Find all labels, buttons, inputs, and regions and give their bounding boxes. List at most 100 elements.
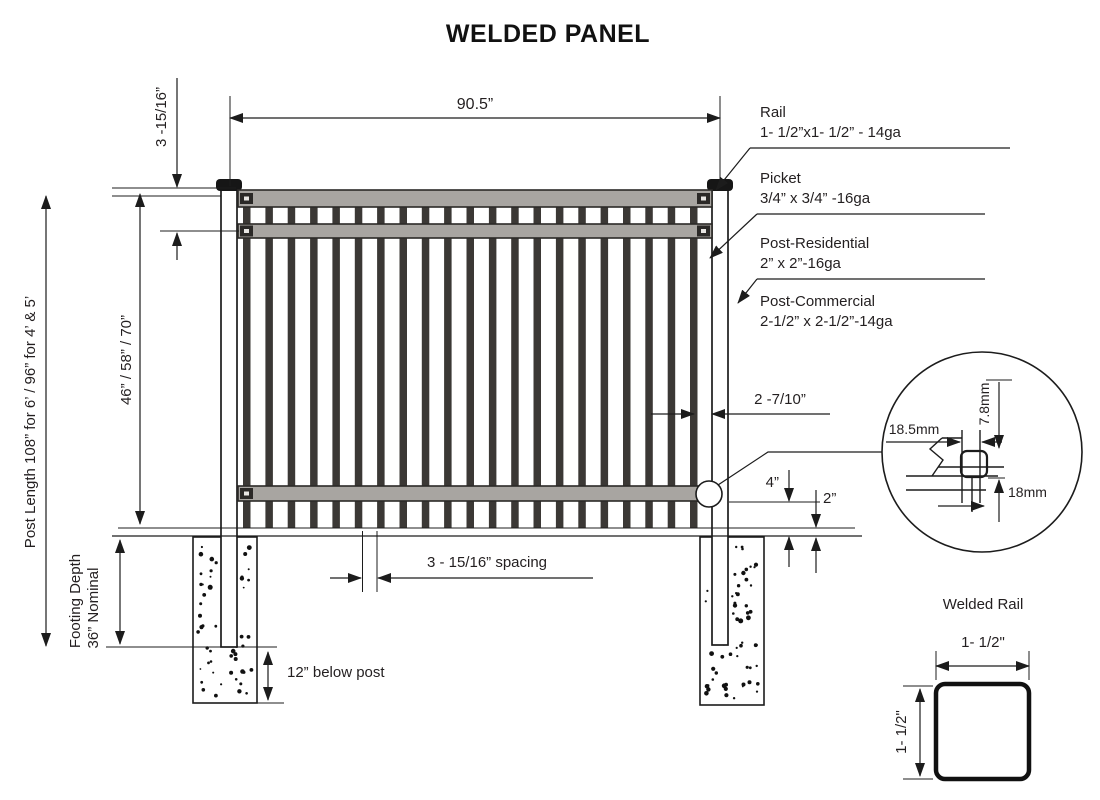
callout-post-commercial-label: Post-Commercial: [760, 293, 875, 310]
concrete-dot: [746, 615, 751, 621]
concrete-dot: [199, 602, 203, 606]
panel-heights-label: 46” / 58” / 70”: [118, 315, 135, 405]
concrete-dot: [199, 582, 203, 587]
concrete-dot: [212, 671, 215, 674]
concrete-dot: [704, 600, 707, 603]
picket: [578, 207, 586, 528]
concrete-dot: [720, 654, 725, 659]
concrete-dot: [753, 562, 759, 567]
picket: [287, 207, 296, 528]
concrete-dot: [198, 613, 202, 618]
callout-post-residential: Post-Residential 2” x 2”-16ga: [737, 235, 985, 304]
concrete-dot: [749, 584, 753, 587]
concrete-dot: [744, 604, 748, 608]
dim-rail-to-ground: 4”: [729, 470, 820, 567]
callout-picket-spec: 3/4” x 3/4” -16ga: [760, 190, 871, 207]
picket: [399, 207, 407, 528]
concrete-dot: [714, 671, 718, 675]
concrete-dot: [733, 572, 737, 576]
picket: [511, 207, 519, 528]
concrete-dot: [240, 575, 244, 579]
rails: [237, 189, 713, 502]
callout-post-residential-spec: 2” x 2”-16ga: [760, 255, 842, 272]
concrete-dot: [736, 584, 741, 588]
dim-panel-width: 90.5”: [229, 96, 721, 186]
detail-dim-height: 7.8mm: [976, 379, 1012, 449]
picket: [444, 207, 452, 528]
rail-to-ground-label: 4”: [766, 474, 779, 491]
concrete-dot: [735, 646, 738, 650]
concrete-dot: [741, 547, 744, 551]
welded-rail-height-label: 1- 1/2": [893, 710, 910, 754]
detail-height-label: 7.8mm: [976, 383, 992, 426]
below-post-label: 12” below post: [287, 664, 385, 681]
concrete-dot: [740, 545, 744, 549]
concrete-dot: [199, 572, 203, 576]
post-length-label: Post Length 108” for 6’ / 96” for 4’ & 5…: [22, 296, 39, 548]
callout-rail: Rail 1- 1/2”x1- 1/2” - 14ga: [715, 104, 1010, 191]
page-title: WELDED PANEL: [446, 20, 650, 48]
picket: [354, 207, 363, 528]
concrete-dot: [738, 618, 744, 624]
detail-leader-line: [717, 451, 882, 486]
dim-picket-spacing: 3 - 15/16” spacing: [330, 531, 593, 592]
rail-inset-label: 3 -15/16”: [153, 87, 170, 147]
callout-picket-label: Picket: [760, 170, 802, 187]
concrete-dot: [247, 578, 251, 582]
concrete-speckle-left: [196, 545, 254, 698]
dim-rail-inset: 3 -15/16”: [112, 78, 239, 260]
concrete-dot: [243, 552, 248, 556]
concrete-dot: [753, 643, 758, 648]
concrete-dot: [199, 625, 204, 630]
concrete-dot: [732, 697, 736, 700]
picket: [421, 207, 430, 528]
picket: [243, 207, 251, 528]
concrete-dot: [201, 688, 206, 692]
concrete-dot: [724, 693, 729, 698]
callout-picket: Picket 3/4” x 3/4” -16ga: [709, 170, 985, 259]
detail-width-label: 18.5mm: [889, 421, 940, 437]
picket: [533, 207, 541, 528]
bracket-detail: 18.5mm 7.8mm 18mm: [695, 351, 1083, 553]
picket: [667, 207, 676, 528]
detail-dim-depth: 18mm: [938, 477, 1047, 522]
post-cap-left: [216, 179, 242, 191]
concrete-dot: [229, 670, 234, 675]
picket: [265, 207, 273, 528]
concrete-dot: [249, 668, 254, 672]
concrete-dot: [755, 664, 758, 668]
picket: [466, 207, 474, 528]
concrete-dot: [744, 567, 749, 572]
dim-below-post: 12” below post: [257, 651, 385, 704]
picket: [600, 207, 609, 528]
concrete-dot: [706, 589, 709, 593]
concrete-dot: [745, 665, 749, 669]
picket: [332, 207, 340, 528]
concrete-dot: [739, 643, 743, 648]
concrete-dot: [233, 652, 238, 657]
concrete-dot: [239, 682, 243, 686]
bottom-rail: [237, 485, 713, 502]
concrete-dot: [735, 617, 740, 622]
concrete-dot: [200, 680, 204, 684]
concrete-dot: [209, 575, 212, 578]
footing-depth-label-2: 36” Nominal: [85, 568, 102, 649]
concrete-dot: [749, 565, 752, 568]
dim-post-length: Post Length 108” for 6’ / 96” for 4’ & 5…: [22, 195, 51, 647]
dim-picket-to-ground: 2”: [811, 490, 836, 573]
concrete-dot: [198, 551, 204, 557]
concrete-dot: [747, 680, 752, 685]
picket: [690, 207, 698, 528]
concrete-dot: [239, 634, 244, 639]
mid-rail: [237, 223, 713, 239]
welded-rail-title: Welded Rail: [943, 596, 1024, 613]
picket: [377, 207, 385, 528]
picket-spacing-label: 3 - 15/16” spacing: [427, 554, 547, 571]
picket: [623, 207, 631, 528]
concrete-dot: [230, 648, 236, 654]
concrete-dot: [196, 630, 200, 634]
concrete-dot: [722, 684, 725, 687]
concrete-speckle-right: [704, 545, 760, 700]
concrete-dot: [744, 577, 749, 582]
picket: [310, 207, 318, 528]
